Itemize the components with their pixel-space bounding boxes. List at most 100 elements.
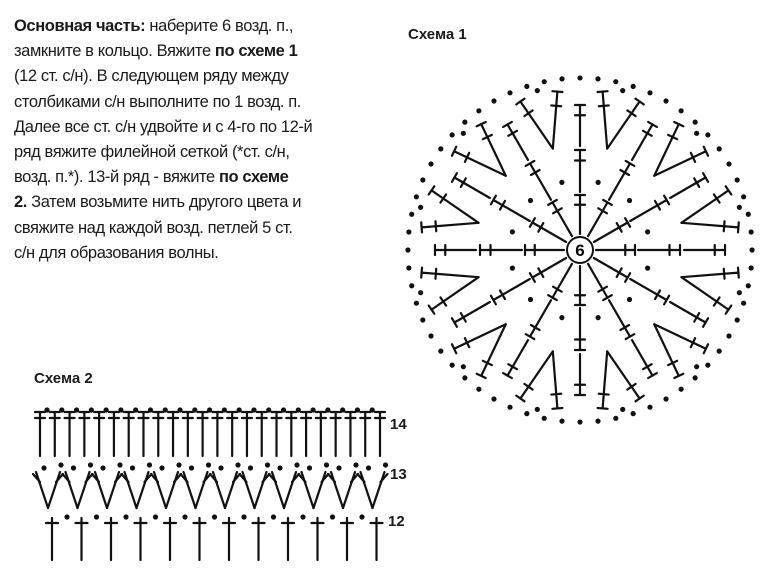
stitch-crossbar: [523, 109, 534, 118]
stitch-top: [647, 120, 658, 129]
chain-dot: [205, 462, 212, 468]
chain-dot: [524, 83, 530, 89]
stitch-crossbar: [238, 472, 248, 484]
stitch-crossbar: [261, 472, 271, 484]
double-crochet-stitch: [430, 189, 480, 224]
double-crochet-stitch: [680, 276, 730, 311]
chain-dot: [300, 514, 306, 520]
stitch-top: [702, 343, 710, 355]
chain-dot: [509, 229, 515, 235]
chain-dot: [323, 462, 330, 468]
v-stitch: [93, 470, 109, 510]
chain-dot: [613, 415, 619, 421]
v-stitch: [64, 470, 79, 510]
stitch-crossbar: [626, 109, 637, 118]
instruction-text: свяжите над каждой возд. петлей 5 ст.: [14, 218, 293, 237]
chain-dot: [59, 407, 65, 413]
chain-dot: [159, 465, 165, 471]
chain-dot: [58, 462, 64, 468]
instruction-text: по схеме: [218, 168, 289, 187]
chain-dot: [418, 290, 424, 296]
chain-dot: [678, 386, 684, 392]
chain-dot: [118, 407, 124, 413]
chain-dot: [476, 108, 482, 114]
v-stitch: [194, 470, 209, 510]
stitch-top: [515, 394, 526, 403]
chain-dot: [117, 462, 123, 468]
stitch-top: [702, 145, 710, 157]
double-crochet-stitch: [551, 201, 574, 238]
chain-dot: [741, 300, 747, 306]
double-crochet-stitch: [592, 221, 629, 244]
row-label-14: 14: [390, 416, 407, 433]
chain-dot: [449, 132, 455, 138]
chain-dot: [705, 362, 711, 368]
chain-dot: [620, 88, 626, 94]
stitch-crossbar: [653, 199, 662, 211]
chain-dot: [559, 315, 565, 321]
double-crochet-stitch: [586, 262, 609, 299]
stitch-top: [673, 120, 685, 128]
chain-dot: [741, 194, 747, 200]
v-stitch: [223, 470, 239, 510]
chain-dot: [369, 407, 375, 413]
instruction-line: с/н для образования волны.: [14, 241, 312, 266]
stitch-crossbar: [722, 220, 726, 233]
stitch-top: [450, 317, 459, 328]
chain-dot: [507, 404, 513, 410]
chain-dot: [218, 465, 224, 471]
chain-dot: [716, 348, 722, 354]
chain-dot: [745, 283, 751, 289]
chain-dot: [176, 462, 182, 468]
chain-dot: [647, 404, 653, 410]
stitch-crossbar: [498, 289, 507, 301]
chain-dot: [409, 211, 415, 217]
v-stitch: [34, 470, 50, 510]
v-stitch: [253, 470, 268, 510]
stitch-crossbar: [143, 472, 153, 484]
v-stitch: [76, 470, 91, 510]
double-crochet-stitch: [680, 221, 740, 229]
stitch-top: [663, 194, 671, 206]
stitch-top: [515, 97, 526, 106]
v-stitch: [211, 470, 227, 510]
double-crochet-stitch: [528, 299, 553, 338]
double-crochet-stitch: [492, 277, 531, 302]
stitch-top: [420, 221, 424, 234]
double-crochet-stitch: [430, 276, 480, 311]
v-stitch: [282, 470, 298, 510]
chain-dot: [123, 514, 129, 520]
chain-dot: [64, 514, 70, 520]
stitch-crossbar: [653, 289, 662, 301]
stitch-crossbar: [326, 472, 337, 484]
stitch-top: [551, 406, 564, 410]
instruction-text: столбиками с/н выполните по 1 возд. п.: [14, 92, 301, 111]
chain-dot: [663, 98, 669, 104]
chain-dot: [420, 177, 426, 183]
chain-dot: [527, 197, 534, 204]
v-stitch: [270, 470, 286, 510]
v-stitch: [123, 470, 138, 510]
instruction-line: ряд вяжите филейной сеткой (*ст. с/н,: [14, 140, 312, 165]
chain-dot: [241, 514, 247, 520]
instruction-text: ряд вяжите филейной сеткой (*ст. с/н,: [14, 143, 290, 162]
chain-dot: [41, 465, 47, 471]
chain-dot: [413, 300, 419, 306]
chain-dot: [734, 317, 740, 323]
chain-dot: [405, 247, 411, 253]
chain-dot: [188, 465, 195, 471]
v-stitch: [241, 470, 256, 510]
stitch-top: [624, 333, 636, 341]
double-crochet-stitch: [551, 262, 574, 299]
stitch-top: [634, 394, 645, 403]
stitch-crossbar: [179, 472, 189, 484]
double-crochet-stitch: [420, 221, 480, 229]
stitch-top: [524, 333, 536, 341]
instruction-line: столбиками с/н выполните по 1 возд. п.: [14, 90, 312, 115]
chain-dot: [509, 265, 515, 271]
double-crochet-stitch: [607, 299, 632, 338]
stitch-crossbar: [202, 472, 212, 484]
double-crochet-stitch: [531, 256, 568, 279]
stitch-top: [624, 159, 636, 167]
instruction-text: наберите 6 возд. п.,: [149, 17, 294, 35]
